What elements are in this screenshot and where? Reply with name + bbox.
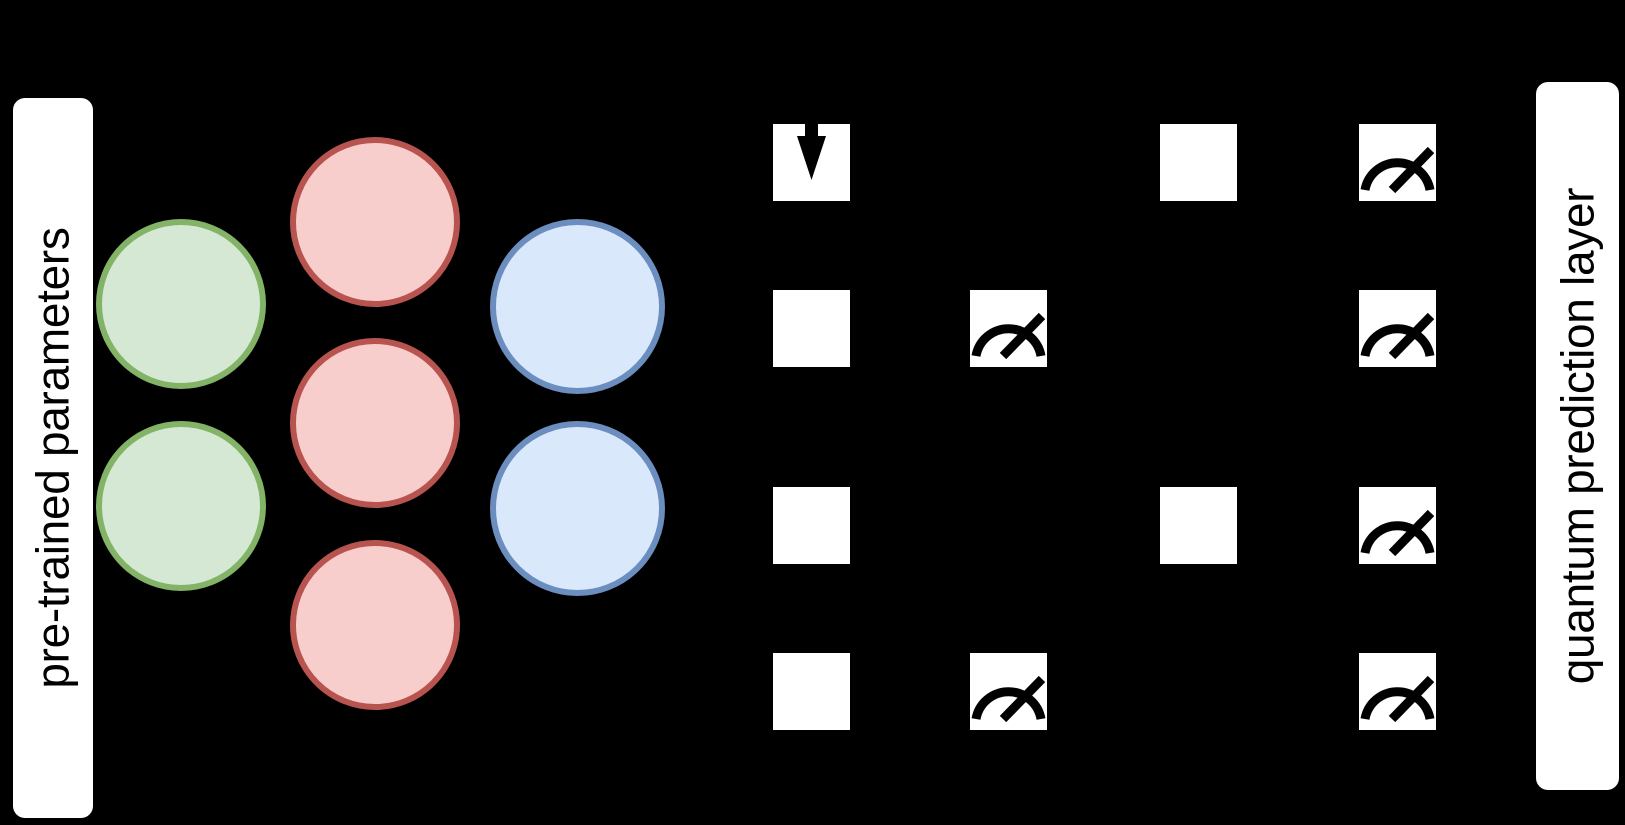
pre-trained-parameters-label-text: pre-trained parameters — [27, 227, 80, 689]
blue-node-2 — [490, 421, 665, 596]
measure-gauge-icon — [1360, 509, 1435, 557]
pink-node-1 — [290, 137, 460, 307]
cell-c4-r4 — [1359, 653, 1436, 730]
quantum-prediction-layer-label: quantum prediction layer — [1536, 82, 1619, 790]
down-arrow-icon — [797, 124, 826, 180]
measure-gauge-icon — [971, 675, 1046, 723]
cell-c4-r1 — [1359, 124, 1436, 201]
green-node-2 — [96, 421, 266, 591]
green-node-1 — [96, 219, 266, 389]
cell-c1-r4 — [773, 653, 850, 730]
cell-c1-r1 — [773, 124, 850, 201]
pink-node-3 — [290, 540, 460, 710]
measure-gauge-icon — [1360, 675, 1435, 723]
pre-trained-parameters-label: pre-trained parameters — [13, 98, 93, 818]
blue-node-1 — [490, 219, 665, 394]
cell-c1-r2 — [773, 290, 850, 367]
quantum-prediction-layer-label-text: quantum prediction layer — [1551, 187, 1604, 685]
cell-c3-r1 — [1160, 124, 1237, 201]
measure-gauge-icon — [971, 312, 1046, 360]
cell-c2-r4 — [970, 653, 1047, 730]
cell-c3-r3 — [1160, 487, 1237, 564]
cell-c2-r2 — [970, 290, 1047, 367]
cell-c1-r3 — [773, 487, 850, 564]
cell-c4-r3 — [1359, 487, 1436, 564]
measure-gauge-icon — [1360, 312, 1435, 360]
cell-c4-r2 — [1359, 290, 1436, 367]
measure-gauge-icon — [1360, 146, 1435, 194]
pink-node-2 — [290, 338, 460, 508]
